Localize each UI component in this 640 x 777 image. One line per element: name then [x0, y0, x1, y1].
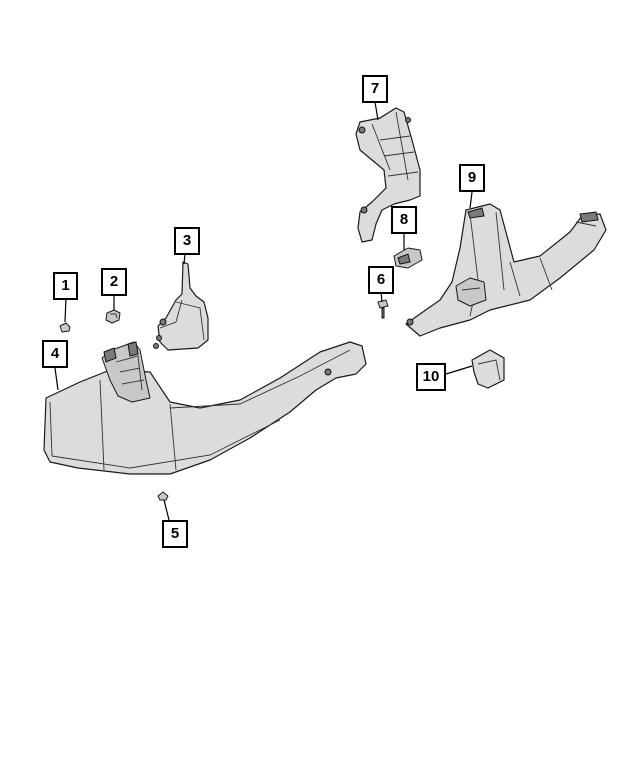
- leader-3: [183, 253, 186, 265]
- callout-8: 8: [391, 206, 417, 234]
- callout-3: 3: [174, 227, 200, 255]
- leader-lines: [54, 101, 473, 521]
- part-9-upper-trim-panel: [405, 203, 607, 337]
- part-1-clip: [59, 322, 71, 333]
- leader-9: [469, 191, 473, 209]
- callout-10: 10: [416, 363, 446, 391]
- callout-1: 1: [53, 272, 78, 300]
- callout-4: 4: [42, 340, 68, 368]
- leader-10: [445, 365, 473, 375]
- part-5-clip: [157, 491, 169, 501]
- callout-6: 6: [368, 266, 394, 294]
- part-2-fastener: [105, 309, 121, 324]
- leader-5: [163, 499, 170, 521]
- callout-7: 7: [362, 75, 388, 103]
- part-7-upper-bracket: [355, 107, 421, 243]
- callout-9: 9: [459, 164, 485, 192]
- part-4-lower-trim-panel: [43, 341, 367, 475]
- part-8-connector: [393, 247, 423, 269]
- part-6-screw: [377, 299, 389, 319]
- leader-7: [374, 101, 379, 121]
- part-3-bracket-cover: [156, 261, 209, 351]
- callout-5: 5: [162, 520, 188, 548]
- callout-2: 2: [101, 268, 127, 296]
- leader-1: [64, 297, 67, 323]
- leader-4: [54, 367, 59, 391]
- part-10-end-cap: [471, 349, 505, 389]
